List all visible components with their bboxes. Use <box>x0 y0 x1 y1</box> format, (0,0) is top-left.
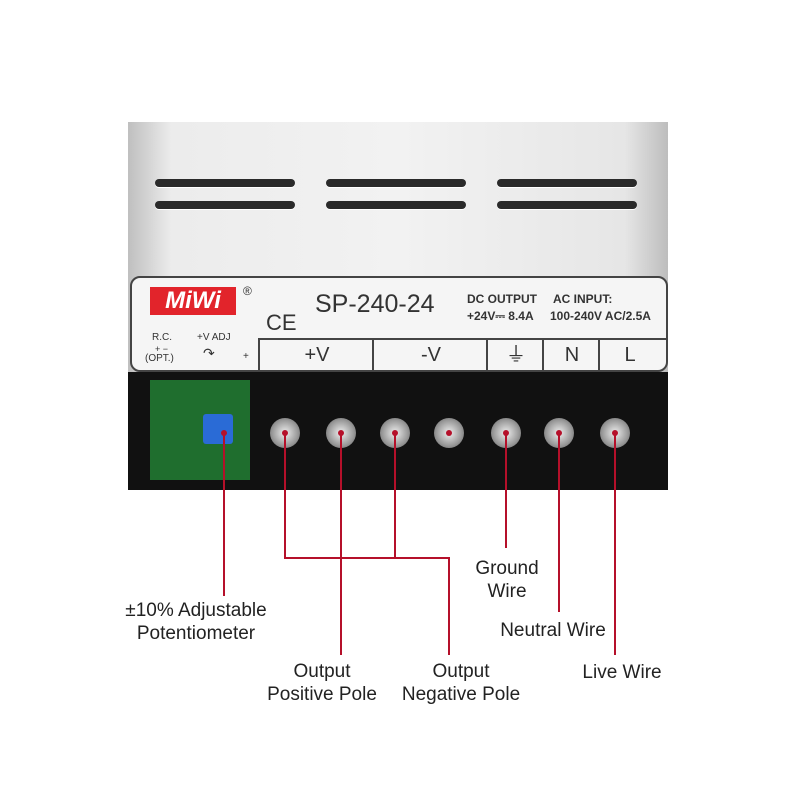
rotate-arrow-icon: ↷ <box>203 345 215 361</box>
vadj-plus: + <box>243 351 249 362</box>
registered-mark: ® <box>243 284 252 298</box>
input-value: 100-240V AC/2.5A <box>550 309 651 323</box>
terminal-label-live: L <box>598 340 660 370</box>
opt-label: (OPT.) <box>145 353 174 364</box>
rc-label: R.C. <box>152 332 172 343</box>
vent-slot <box>497 201 637 209</box>
terminal-label-positive: +V <box>258 340 374 370</box>
vent-slot <box>497 179 637 187</box>
vent-slot <box>326 201 466 209</box>
output-label: DC OUTPUT <box>467 292 537 306</box>
input-label: AC INPUT: <box>553 292 613 306</box>
vadj-label: +V ADJ <box>197 332 231 343</box>
live-wire-label: Live Wire <box>582 662 662 683</box>
output-value: +24V⎓ 8.4A <box>467 309 534 323</box>
model-number: SP-240-24 <box>315 290 435 318</box>
terminal-label-divider <box>258 338 666 340</box>
ce-mark: CE <box>266 310 297 335</box>
brand-logo: MiWi <box>150 287 236 315</box>
potentiometer <box>203 414 233 444</box>
neutral-wire-label: Neutral Wire <box>500 620 606 641</box>
vent-slot <box>326 179 466 187</box>
terminal-label-negative: -V <box>372 340 488 370</box>
positive-leader <box>284 433 449 655</box>
negative-leader <box>394 433 450 655</box>
circuit-board <box>150 380 250 480</box>
vent-slot <box>155 201 295 209</box>
rc-polarity: + − <box>155 344 169 354</box>
ground-symbol-icon: ⏚ <box>486 340 544 370</box>
vent-slot <box>155 179 295 187</box>
terminal-label-neutral: N <box>542 340 600 370</box>
